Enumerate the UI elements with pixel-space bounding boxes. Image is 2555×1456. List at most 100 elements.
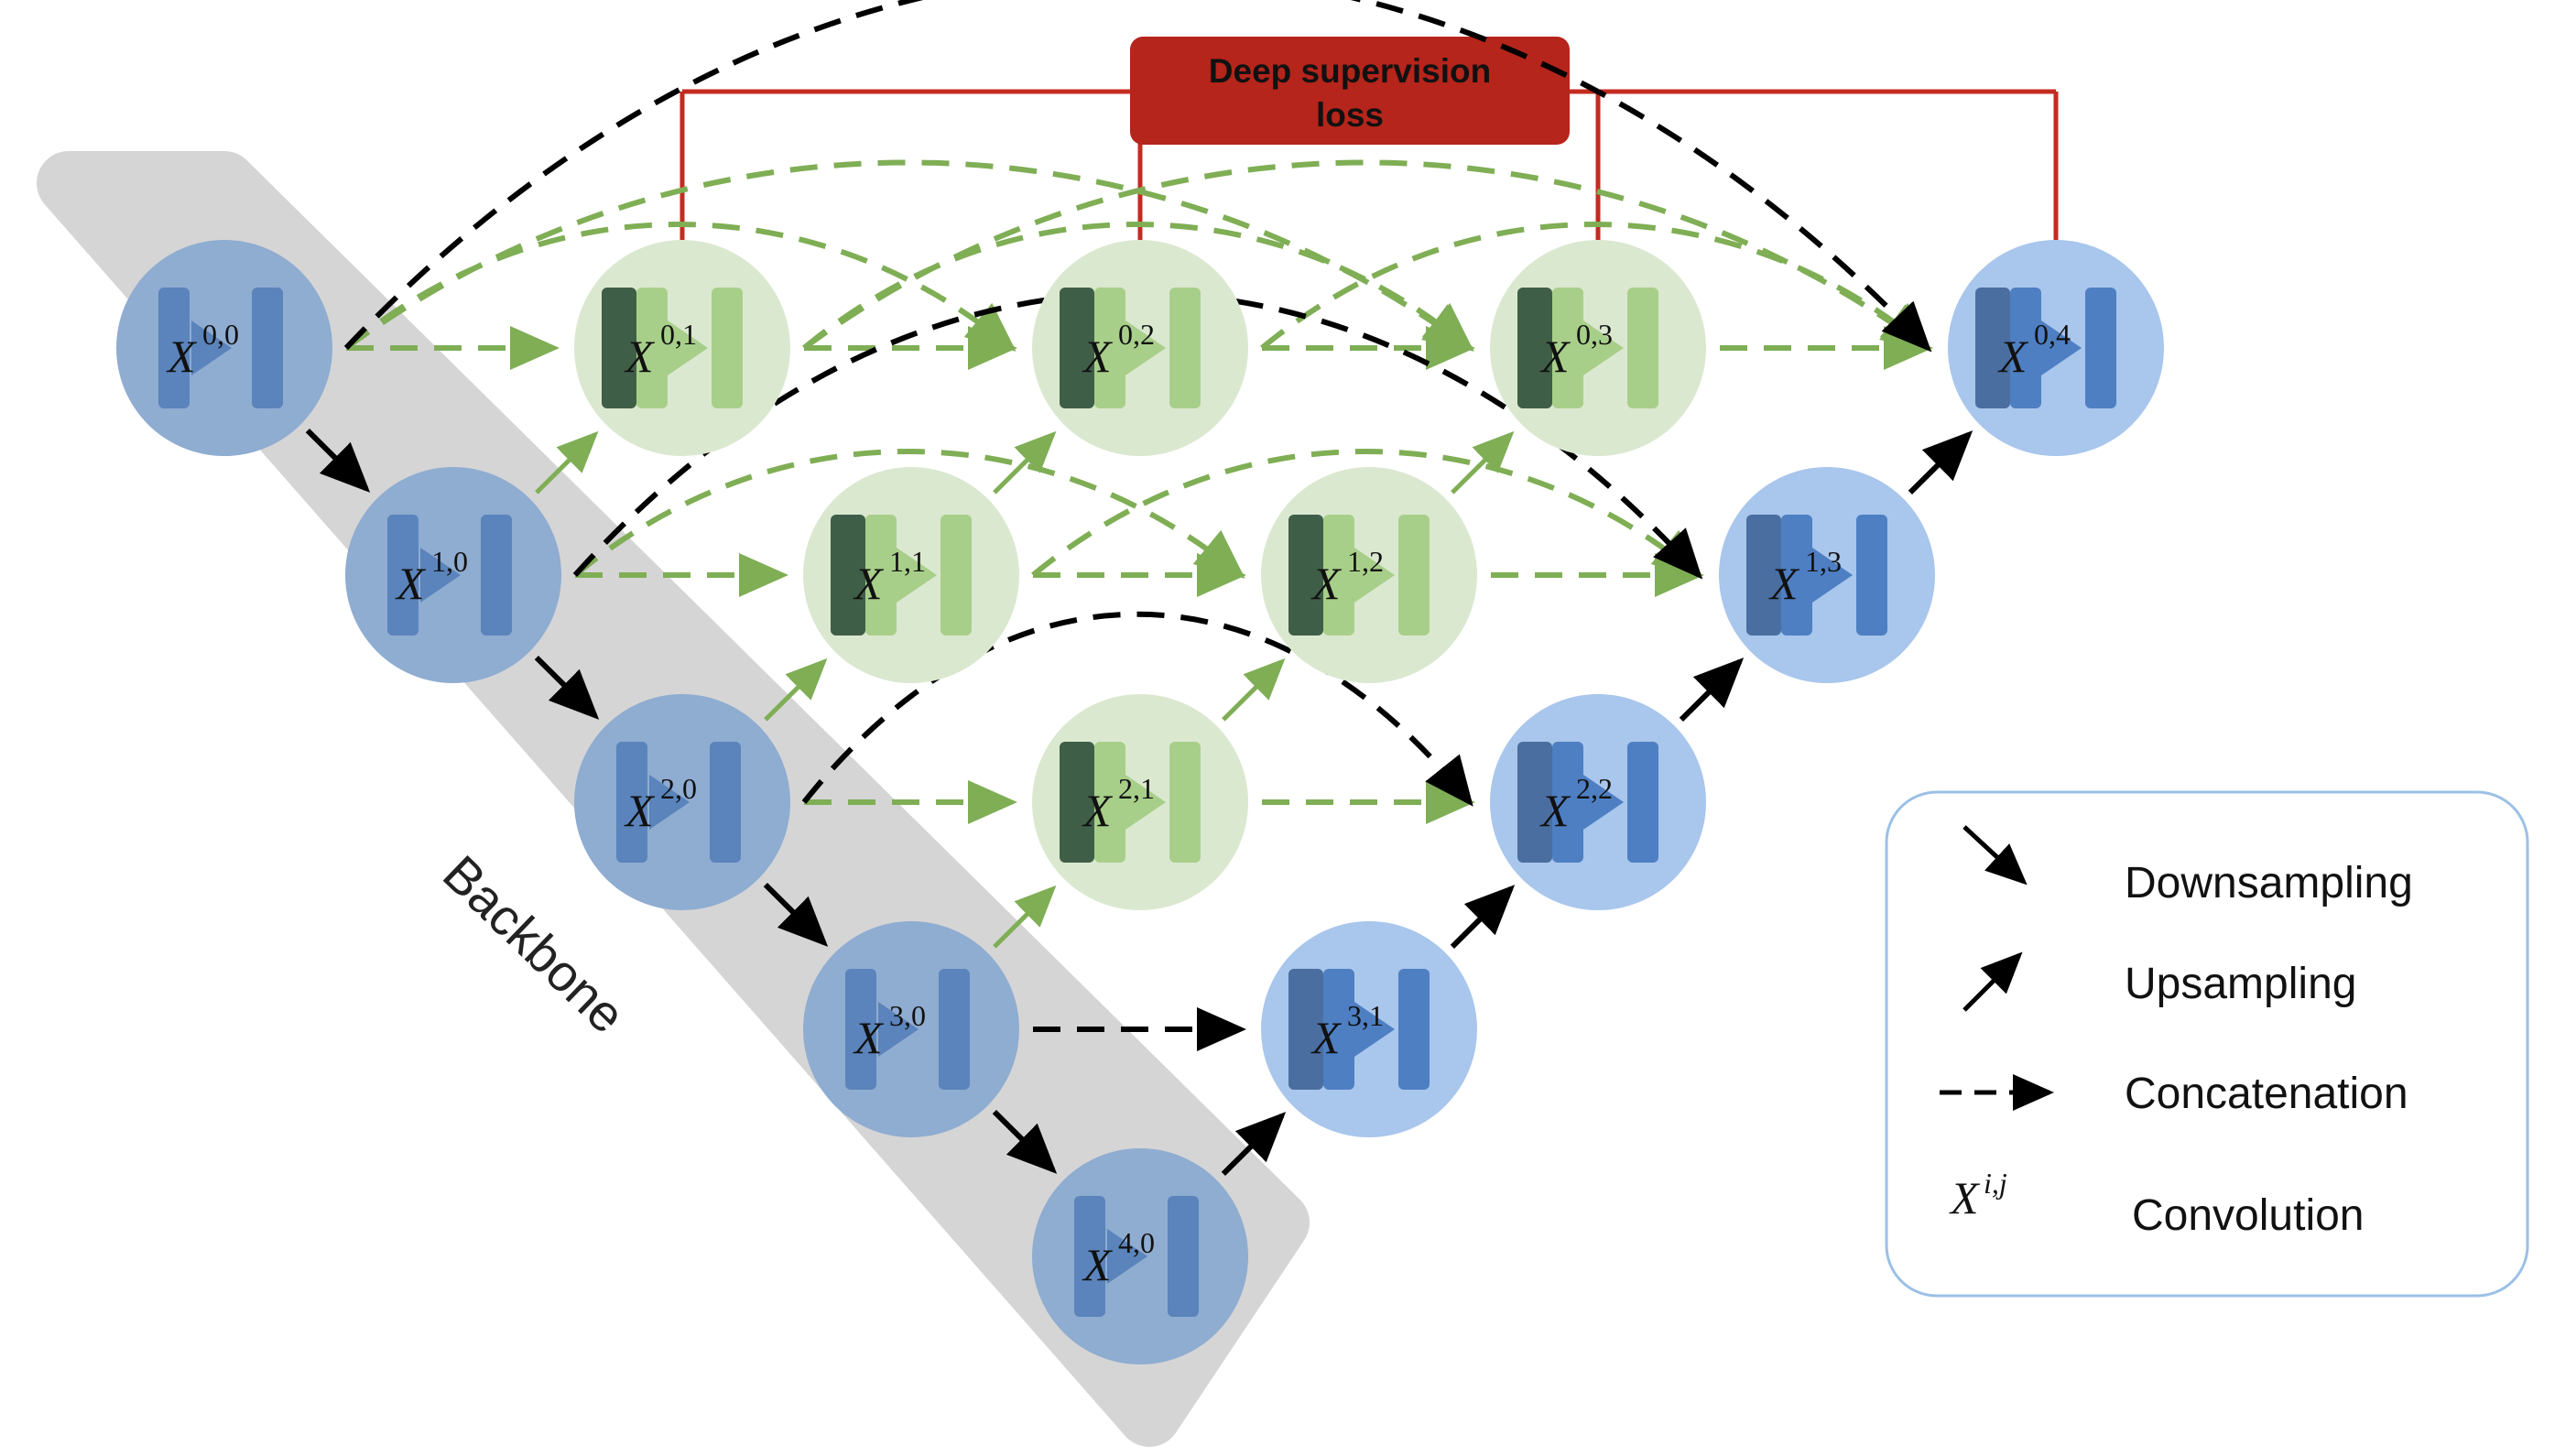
node-label: X <box>624 785 656 836</box>
conv-play-icon <box>1107 1229 1147 1284</box>
conv-bar-right <box>2085 288 2116 408</box>
node-label-superscript: 0,2 <box>1118 318 1155 351</box>
conv-bar-right <box>1398 515 1430 636</box>
conv-bar-left <box>1552 742 1583 863</box>
node-label-superscript: 3,0 <box>889 999 926 1032</box>
conv-play-icon <box>1125 321 1166 375</box>
conv-bar-right <box>1856 515 1887 636</box>
conv-play-icon <box>897 548 937 603</box>
node-label: X <box>166 331 198 382</box>
node-label-superscript: 2,0 <box>660 772 697 805</box>
conv-bar-left <box>1094 742 1125 863</box>
node-label: X <box>1082 331 1114 382</box>
conv-bar-right <box>1169 742 1201 863</box>
node-label: X <box>1082 1239 1114 1290</box>
conv-play-icon <box>1354 1002 1395 1057</box>
node-label: X <box>395 558 427 609</box>
node-label: X <box>1539 331 1571 382</box>
conv-play-icon <box>420 548 461 603</box>
concat-bar <box>1288 969 1323 1090</box>
edge-up-green-3-0-to-2-1 <box>993 885 1057 949</box>
concat-bar <box>1060 288 1094 408</box>
edge-skip-green-0-2-to-0-4 <box>1260 222 1932 352</box>
edge-skip-green-1-0-to-1-2 <box>573 449 1245 579</box>
legend-box <box>1885 790 2529 1298</box>
downsampling-arrow-icon <box>1962 825 2028 886</box>
concat-bar <box>1975 288 2010 408</box>
concat-bar <box>1517 742 1552 863</box>
node-label: X <box>1310 1012 1343 1063</box>
node-label: X <box>1310 558 1343 609</box>
conv-play-icon <box>1354 548 1395 603</box>
conv-bar-left <box>1094 288 1125 408</box>
edge-down-1-0-to-2-0 <box>534 656 600 720</box>
conv-bar-right <box>712 288 743 408</box>
edge-up-green-1-0-to-0-1 <box>535 430 599 494</box>
edge-up-green-1-1-to-0-2 <box>993 430 1057 494</box>
node-label: X <box>1539 785 1571 836</box>
concat-bar <box>602 288 636 408</box>
node-label-superscript: 1,3 <box>1805 545 1842 578</box>
edge-down-2-0-to-3-0 <box>763 883 829 947</box>
conv-play-icon <box>878 1002 919 1057</box>
concat-bar <box>1517 288 1552 408</box>
legend-label-concatenation: Concatenation <box>2125 1070 2408 1118</box>
conv-bar-right <box>252 288 283 408</box>
conv-bar-left <box>2010 288 2041 408</box>
conv-bar-left <box>1323 515 1354 636</box>
legend-label-downsampling: Downsampling <box>2125 859 2413 907</box>
loss-box-line-2: loss <box>1316 96 1384 134</box>
conv-bar-left <box>865 515 897 636</box>
node-label-superscript: 1,0 <box>431 545 468 578</box>
conv-bar-right <box>710 742 741 863</box>
node-label-superscript: 1,2 <box>1347 545 1384 578</box>
conv-play-icon <box>1812 548 1853 603</box>
conv-bar-right <box>1168 1196 1199 1317</box>
conv-bar-left <box>616 742 647 863</box>
conv-play-icon <box>2041 321 2082 375</box>
conv-bar-right <box>1627 288 1658 408</box>
node-label-superscript: 0,1 <box>660 318 697 351</box>
conv-bar-left <box>636 288 668 408</box>
concat-bar <box>1060 742 1094 863</box>
node-label-superscript: 1,1 <box>889 545 926 578</box>
edge-skip-black-0-0-to-0-4 <box>343 0 1932 353</box>
deep-supervision-loss-box <box>1130 37 1570 145</box>
edge-down-0-0-to-1-0 <box>305 429 371 493</box>
edge-up-green-1-2-to-0-3 <box>1451 430 1515 494</box>
edge-up-3-1-to-2-2 <box>1450 885 1516 949</box>
node-label: X <box>1768 558 1800 609</box>
legend-convolution-symbol-main: X <box>1949 1172 1981 1223</box>
edge-up-1-3-to-0-4 <box>1908 430 1973 494</box>
concat-bar <box>831 515 865 636</box>
node-label-superscript: 0,4 <box>2034 318 2071 351</box>
node-label: X <box>1997 331 2029 382</box>
edges-layer <box>305 0 1973 1176</box>
node-label-superscript: 2,2 <box>1576 772 1613 805</box>
conv-bar-left <box>1323 969 1354 1090</box>
node-label: X <box>624 331 656 382</box>
conv-bar-right <box>940 515 972 636</box>
node-label-superscript: 2,1 <box>1118 772 1155 805</box>
loss-box-line-1: Deep supervision <box>1209 52 1491 90</box>
convolution-symbol: X i,j <box>1949 1167 2007 1223</box>
conv-play-icon <box>1583 775 1624 830</box>
conv-bar-right <box>939 969 970 1090</box>
conv-bar-left <box>1074 1196 1105 1317</box>
conv-bar-left <box>1781 515 1812 636</box>
